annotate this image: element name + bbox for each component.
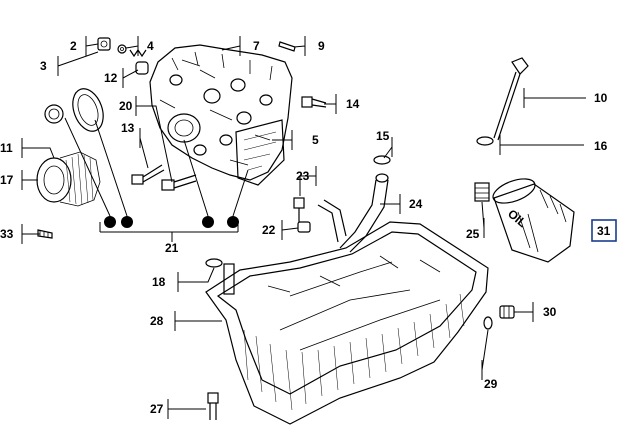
callout-leaders <box>21 36 586 419</box>
nipple-25 <box>474 182 490 202</box>
callout-9: 9 <box>318 39 325 53</box>
seal-ring <box>44 104 64 124</box>
callout-28: 28 <box>150 314 164 328</box>
callout-17: 17 <box>0 173 14 187</box>
cap-nut-2 <box>97 37 111 51</box>
callout-18: 18 <box>152 275 166 289</box>
callout-labels: 2 4 3 12 7 9 14 20 13 5 11 17 33 15 10 1… <box>0 39 617 416</box>
group-21-bracket <box>64 117 249 242</box>
bolt-23 <box>293 197 305 222</box>
pin-33 <box>37 229 53 239</box>
callout-14: 14 <box>346 97 360 111</box>
callout-15: 15 <box>376 129 390 143</box>
callout-13: 13 <box>121 121 135 135</box>
bolt-27 <box>207 392 219 420</box>
callout-20: 20 <box>119 99 133 113</box>
callout-33: 33 <box>0 227 14 241</box>
plug-15 <box>373 155 391 165</box>
oil-filter-31: OIL <box>492 178 575 263</box>
bolt-13 <box>131 164 165 185</box>
ring-16 <box>476 136 494 146</box>
callout-23: 23 <box>296 169 310 183</box>
bolt-20 <box>161 174 197 191</box>
nut-22 <box>297 221 311 233</box>
plug-18 <box>205 258 223 268</box>
callout-16: 16 <box>594 139 608 153</box>
bolt-14 <box>301 96 327 108</box>
callout-27: 27 <box>150 402 164 416</box>
callout-11: 11 <box>0 141 13 155</box>
stud-9 <box>278 41 296 52</box>
callout-2: 2 <box>70 39 77 53</box>
gasket-ring-3 <box>72 88 104 132</box>
suction-tube-24 <box>317 173 389 253</box>
callout-25: 25 <box>466 227 480 241</box>
dipstick-10 <box>493 57 529 141</box>
callout-5: 5 <box>312 133 319 147</box>
callout-30: 30 <box>543 305 557 319</box>
callout-4: 4 <box>147 39 154 53</box>
callout-31-highlight-box <box>591 219 617 242</box>
callout-29: 29 <box>484 377 498 391</box>
callout-22: 22 <box>262 223 276 237</box>
gear-17 <box>36 151 101 207</box>
callout-24: 24 <box>409 197 423 211</box>
spring-12 <box>129 48 149 75</box>
callout-31: 31 <box>597 224 611 238</box>
callout-10: 10 <box>594 91 608 105</box>
drain-plug-30 <box>499 305 515 319</box>
callout-21: 21 <box>165 241 179 255</box>
oil-sump-28 <box>205 221 489 425</box>
washer-29 <box>483 316 493 330</box>
callout-12: 12 <box>104 71 118 85</box>
washer-4 <box>117 44 127 54</box>
oil-pump-housing <box>149 44 293 186</box>
callout-7: 7 <box>253 39 260 53</box>
svg-text:OIL: OIL <box>505 207 529 231</box>
callout-3: 3 <box>40 59 47 73</box>
